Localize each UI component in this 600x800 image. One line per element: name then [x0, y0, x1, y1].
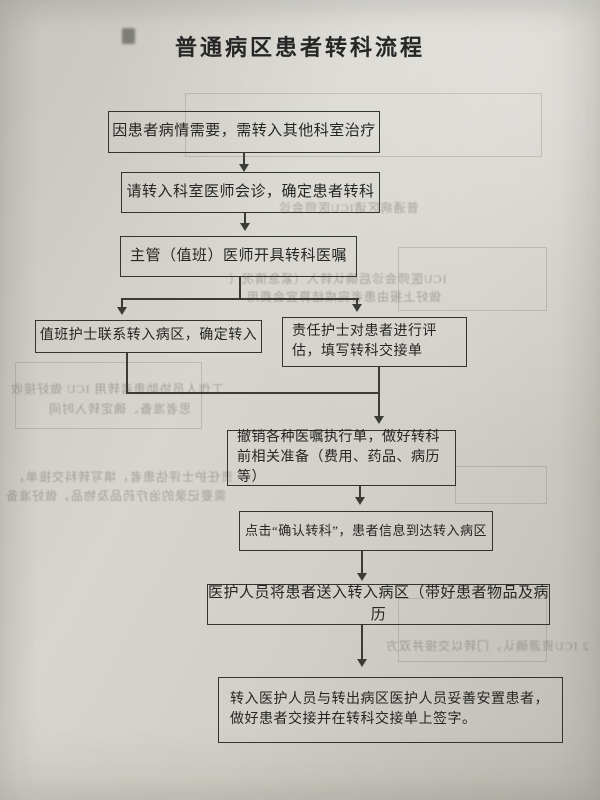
bleedthrough-text: 工作人员协助患者转用 ICU 做好接收 — [10, 382, 224, 396]
connector-line — [243, 152, 245, 165]
arrow-down-icon — [374, 416, 384, 424]
connector-line — [239, 277, 241, 300]
ink-smudge — [122, 28, 135, 44]
bleedthrough-box — [455, 466, 547, 504]
arrow-down-icon — [357, 573, 367, 581]
flow-node-step6: 点击“确认转科”，患者信息到达转入病区 — [239, 511, 493, 551]
arrow-down-icon — [357, 659, 367, 667]
flow-node-step1: 因患者病情需要，需转入其他科室治疗 — [108, 111, 380, 153]
bleedthrough-box — [398, 247, 547, 311]
flow-node-step4b: 责任护士对患者进行评估，填写转科交接单 — [282, 317, 467, 367]
flow-node-step2: 请转入科室医师会诊，确定患者转科 — [121, 172, 380, 213]
flow-node-step8: 转入医护人员与转出病区医护人员妥善安置患者，做好患者交接并在转科交接单上签字。 — [218, 677, 563, 743]
arrow-down-icon — [239, 164, 249, 172]
bleedthrough-text: 做好上报由患者完成结算宜会费用 — [246, 290, 442, 304]
bleedthrough-box — [15, 362, 202, 429]
join-line — [126, 392, 380, 394]
page-title: 普通病区患者转科流程 — [174, 35, 425, 60]
connector-line — [356, 300, 358, 305]
connector-line — [244, 213, 246, 224]
flow-node-step3: 主管（值班）医师开具转科医嘱 — [120, 236, 357, 277]
bleedthrough-text: 需要记录的治疗药品及物品，做好准备 — [5, 489, 227, 503]
bleedthrough-text: 责任护士评估患者，填写转科交接单， — [12, 470, 234, 484]
arrow-down-icon — [240, 223, 250, 231]
connector-line — [361, 551, 363, 574]
bleedthrough-text: 思者准备、确定转入时间 — [48, 402, 192, 416]
connector-line — [126, 353, 128, 394]
connector-line — [361, 625, 363, 660]
arrow-down-icon — [352, 304, 362, 312]
connector-line — [359, 486, 361, 498]
flow-node-step5: 撤销各种医嘱执行单，做好转科前相关准备（费用、药品、病历等） — [227, 430, 456, 486]
arrow-down-icon — [117, 307, 127, 315]
flow-node-step4a: 值班护士联系转入病区，确定转入 — [35, 320, 262, 353]
connector-line — [378, 367, 380, 417]
connector-line — [121, 300, 123, 308]
arrow-down-icon — [355, 497, 365, 505]
flow-node-step7: 医护人员将患者送入转入病区（带好患者物品及病历 — [207, 584, 550, 625]
bleedthrough-text: 2 ICU资源确认，门转以交接并双方 — [385, 639, 589, 653]
branch-line — [121, 298, 359, 300]
